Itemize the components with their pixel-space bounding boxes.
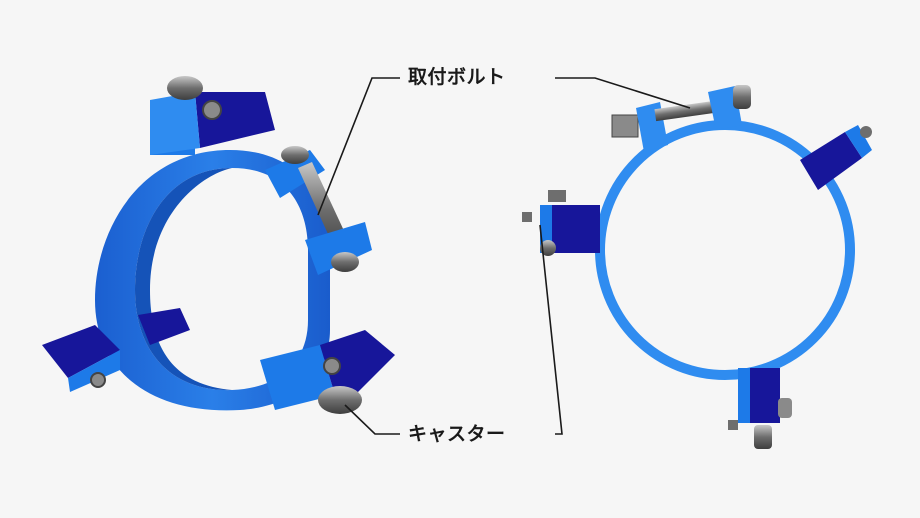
- ring-front-view: [522, 85, 872, 449]
- bolt-leader-left: [317, 77, 400, 216]
- front-bottom-caster: [728, 368, 792, 449]
- bolt-callout-label: 取付ボルト: [408, 66, 506, 88]
- ring-inner-shade: [135, 168, 232, 391]
- top-caster-icon: [167, 76, 203, 100]
- caster-leader-right: [539, 224, 563, 435]
- front-bolt-assembly: [611, 85, 751, 152]
- caster-leader-left: [344, 404, 400, 435]
- top-bracket: [150, 76, 275, 155]
- front-bottom-caster-icon: [754, 425, 772, 449]
- front-left-caster-icon: [540, 240, 556, 256]
- ring-3d-view: [42, 76, 395, 414]
- bottom-caster-icon: [318, 386, 362, 414]
- caster-callout-label: キャスター: [408, 423, 506, 445]
- front-mounting-bolt-icon: [654, 100, 716, 122]
- bottom-caster-bracket: [260, 330, 395, 414]
- leader-lines: [317, 77, 691, 435]
- front-left-caster: [522, 190, 600, 256]
- left-caster-bracket: [42, 308, 190, 392]
- left-caster-icon: [90, 372, 106, 388]
- front-right-caster: [800, 125, 872, 190]
- bolt-head-icon: [202, 100, 222, 120]
- bolt-bracket-upper: [265, 146, 325, 198]
- bolt-leader-right: [555, 77, 691, 109]
- bolt-bracket-lower: [305, 222, 372, 275]
